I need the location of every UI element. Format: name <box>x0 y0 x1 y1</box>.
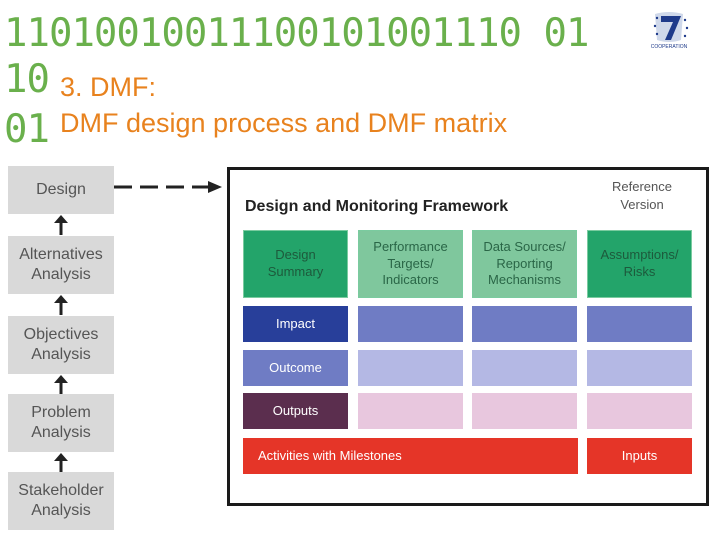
row-label-impact: Impact <box>243 306 348 342</box>
outcome-cell <box>472 350 577 386</box>
dashed-arrow-icon <box>114 181 222 193</box>
logo-caption: COOPERATION <box>650 44 688 50</box>
framework-title: Design and Monitoring Framework <box>245 198 509 215</box>
step-stakeholder-line1: Stakeholder <box>18 482 104 499</box>
column-header-assumptions-risks: Assumptions/ Risks <box>587 230 692 298</box>
reference-line2: Version <box>620 196 664 212</box>
column-header-line: Mechanisms <box>488 272 561 288</box>
column-header-line: Targets/ <box>387 255 434 271</box>
column-header-line: Indicators <box>382 272 439 288</box>
dmf-matrix: Design and Monitoring Framework Referenc… <box>227 167 709 506</box>
column-header-line: Risks <box>623 264 656 279</box>
reference-version-label: Reference Version <box>600 178 684 213</box>
inputs-cell: Inputs <box>587 438 692 474</box>
page-title: DMF design process and DMF matrix <box>60 108 508 138</box>
activities-with-milestones: Activities with Milestones <box>243 438 578 474</box>
row-label-outcome: Outcome <box>243 350 348 386</box>
column-header-line: Assumptions/ <box>600 247 679 263</box>
step-stakeholder-analysis: Stakeholder Analysis <box>8 472 114 530</box>
outputs-cell <box>587 393 692 429</box>
impact-cell <box>472 306 577 342</box>
row-label-outputs: Outputs <box>243 393 348 429</box>
column-header-line: Data Sources/ <box>483 238 566 254</box>
impact-cell <box>587 306 692 342</box>
binary-line-3: 01 <box>4 107 50 152</box>
reference-line1: Reference <box>612 179 672 194</box>
binary-line-2: 10 <box>4 57 50 102</box>
binary-line-1: 11010010011100101001110 01 <box>4 11 589 56</box>
step-alternatives-line1: Alternatives <box>19 246 103 263</box>
step-objectives-analysis: Objectives Analysis <box>8 316 114 374</box>
column-header-line: Summary <box>267 264 324 279</box>
column-header-line: Reporting <box>496 255 553 271</box>
column-header-performance-targets: Performance Targets/ Indicators <box>358 230 463 298</box>
step-objectives-line1: Objectives <box>23 326 99 343</box>
outputs-cell <box>472 393 577 429</box>
step-problem-line1: Problem <box>31 404 91 421</box>
section-number-title: 3. DMF: <box>60 72 157 102</box>
up-arrow-icon <box>54 375 68 395</box>
row-label-text: Outputs <box>272 402 319 418</box>
step-problem-line2: Analysis <box>31 424 91 441</box>
step-stakeholder-line2: Analysis <box>31 502 91 519</box>
row-label-text: Outcome <box>269 359 322 375</box>
step-alternatives-line2: Analysis <box>31 266 91 283</box>
step-design-text: Design <box>36 181 86 198</box>
inputs-label: Inputs <box>621 447 658 463</box>
up-arrow-icon <box>54 215 68 235</box>
column-header-line: Performance <box>373 238 448 254</box>
outcome-cell <box>587 350 692 386</box>
column-header-line: Design <box>275 247 316 263</box>
outputs-cell <box>358 393 463 429</box>
row-label-text: Impact <box>275 315 315 331</box>
step-problem-analysis: Problem Analysis <box>8 394 114 452</box>
up-arrow-icon <box>54 453 68 473</box>
step-objectives-line2: Analysis <box>31 346 91 363</box>
activities-label: Activities with Milestones <box>258 447 402 463</box>
fp7-logo: COOPERATION <box>641 8 697 52</box>
up-arrow-icon <box>54 295 68 315</box>
column-header-data-sources: Data Sources/ Reporting Mechanisms <box>472 230 577 298</box>
column-header-design-summary: Design Summary <box>243 230 348 298</box>
step-alternatives-analysis: Alternatives Analysis <box>8 236 114 294</box>
step-design: Design <box>8 166 114 214</box>
outcome-cell <box>358 350 463 386</box>
impact-cell <box>358 306 463 342</box>
